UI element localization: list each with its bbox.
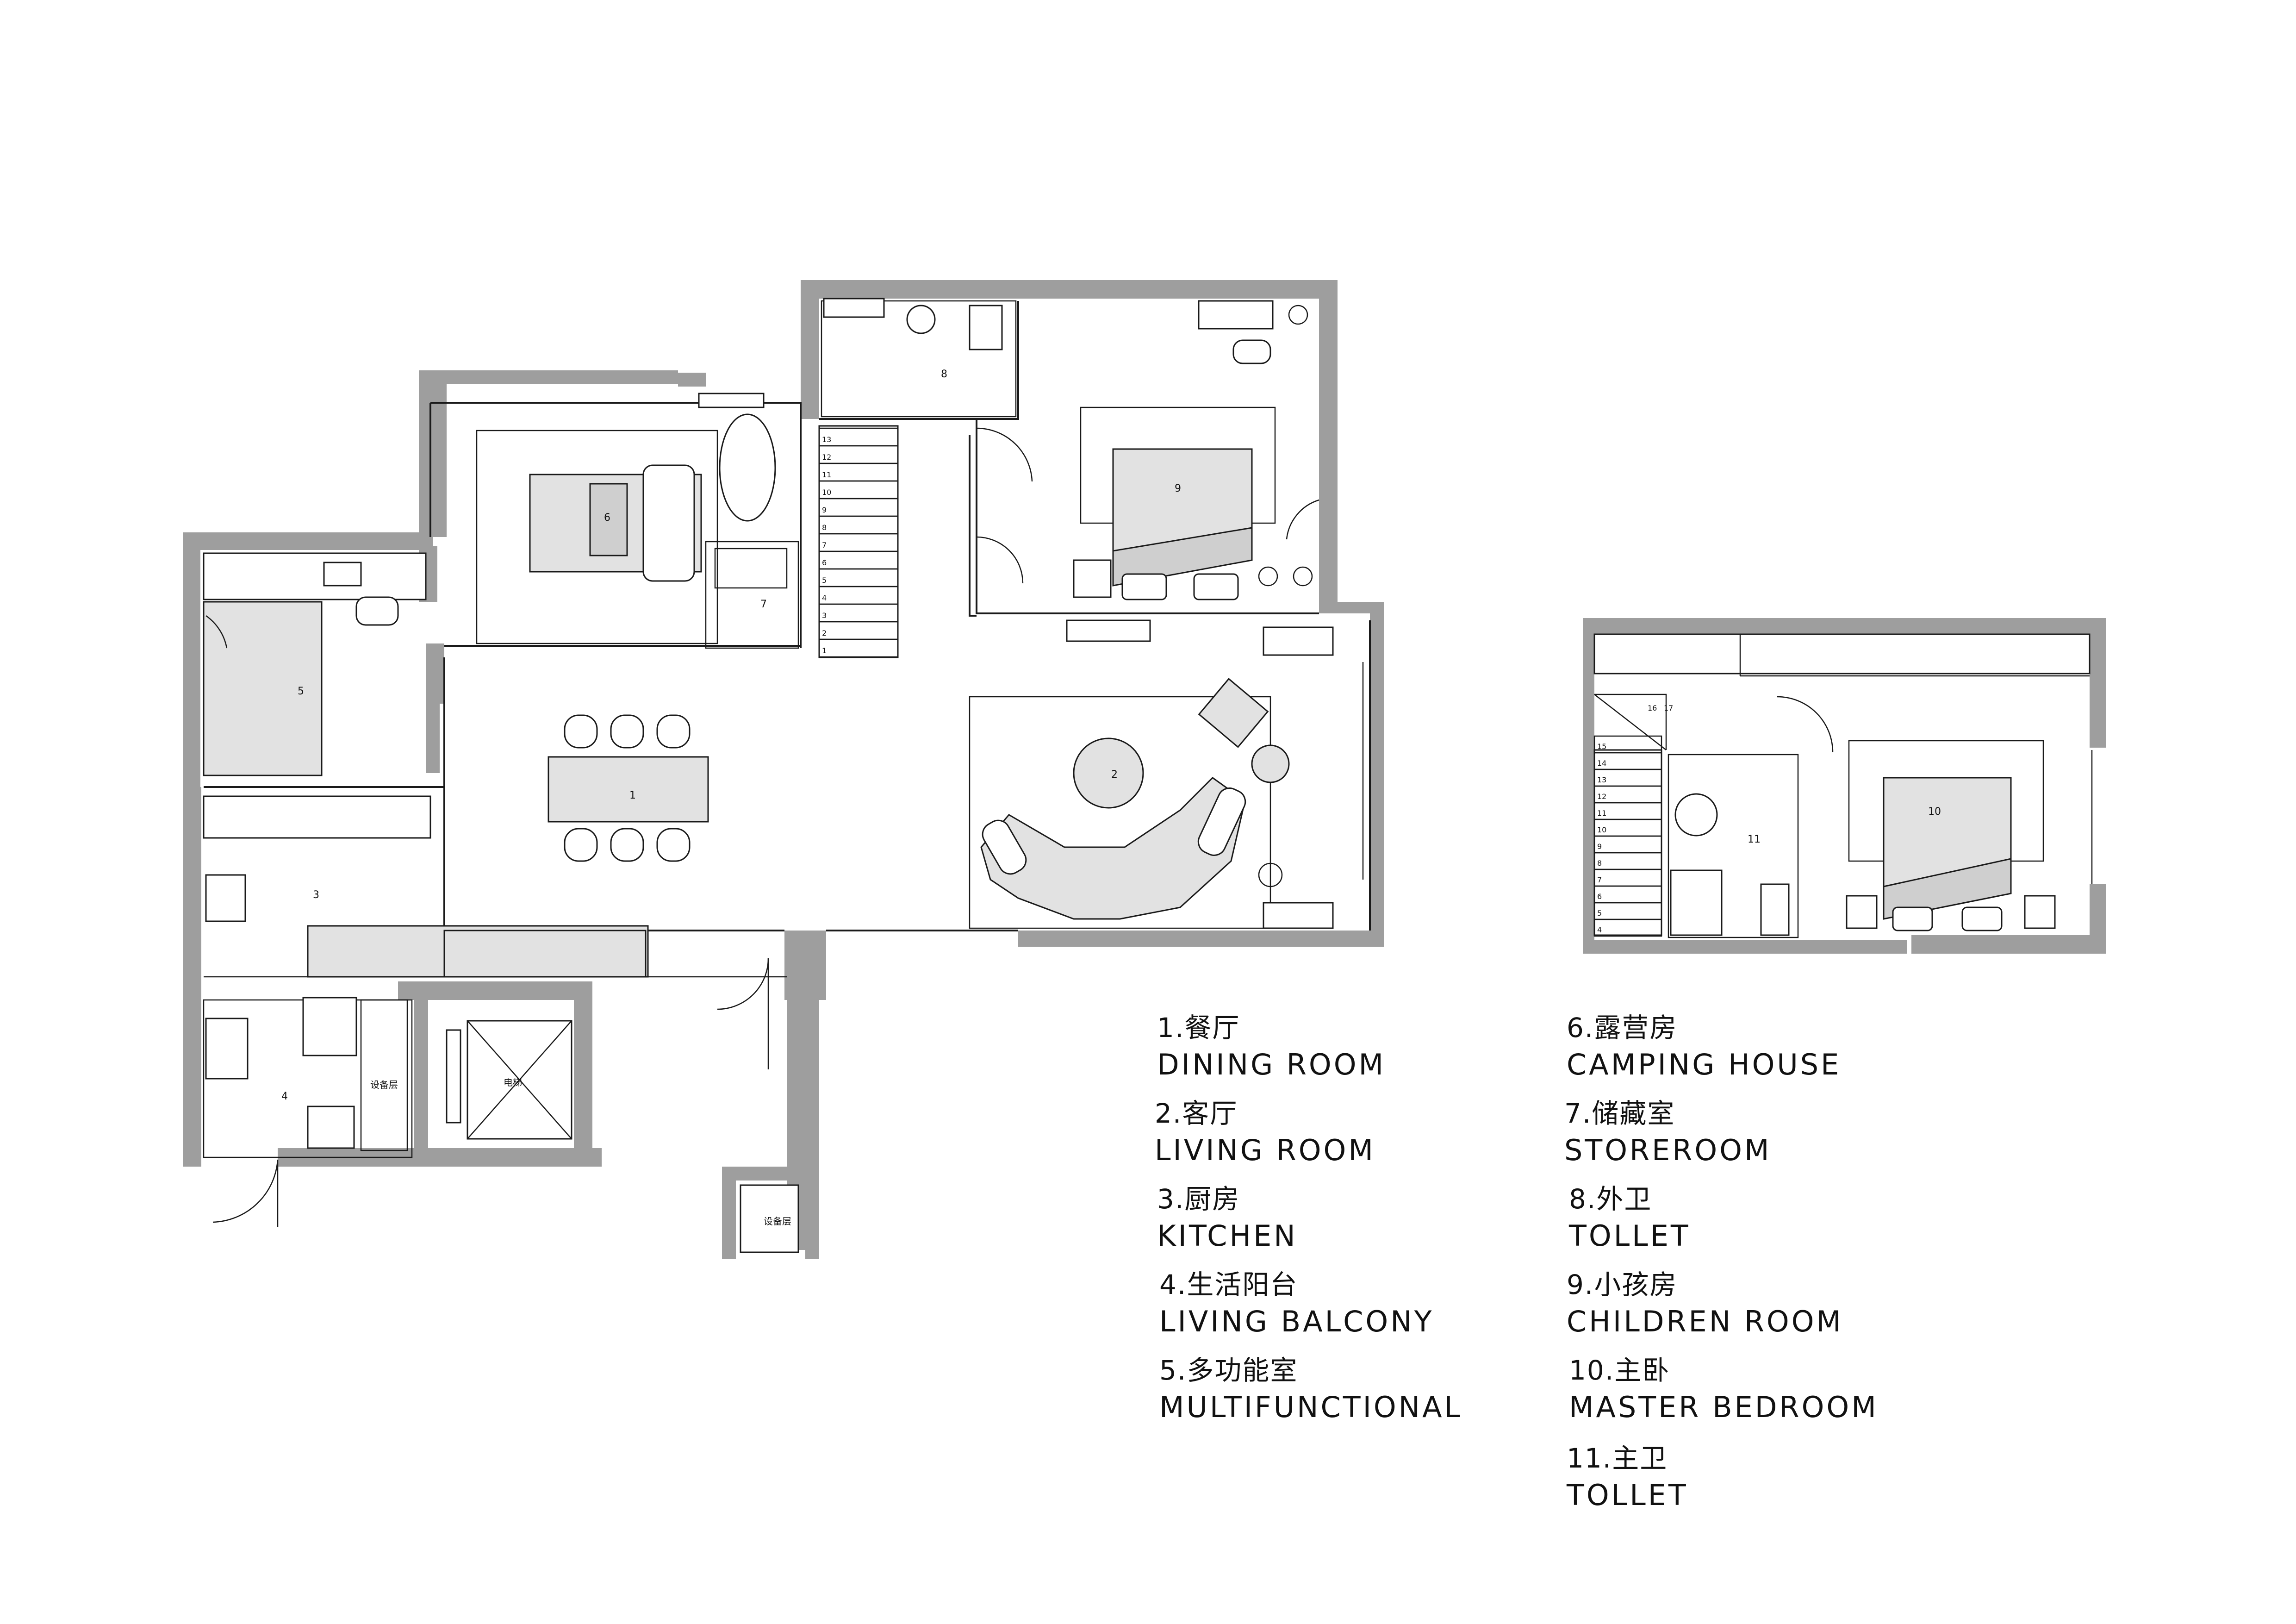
lower-stairs: 13 12 11 10 9 8 7 6 5 4 3 2 1	[818, 427, 899, 658]
lower-stair-number: 10	[822, 488, 831, 497]
legend-item-11: 11.主卫 TOLLET	[1567, 1443, 1688, 1512]
upper-stair-number: 9	[1597, 842, 1602, 851]
elevator-label: 电梯	[504, 1077, 522, 1088]
equipment-label-1: 设备层	[370, 1079, 398, 1090]
upper-stair-number: 10	[1597, 825, 1606, 834]
equipment-label-2: 设备层	[764, 1216, 791, 1227]
room-label-10: 10	[1928, 806, 1941, 818]
legend-item-9: 9.小孩房 CHILDREN ROOM	[1567, 1269, 1843, 1338]
lower-stair-number: 9	[822, 506, 827, 514]
dining-table	[548, 756, 709, 823]
lower-stair-number: 1	[822, 646, 827, 655]
room-label-9: 9	[1175, 483, 1181, 494]
legend-item-2: 2.客厅 LIVING ROOM	[1155, 1098, 1375, 1167]
upper-stairs: 15 14 13 12 11 10 9 8 7 6 5 4	[1593, 735, 1662, 937]
room-label-11: 11	[1748, 834, 1761, 845]
legend-item-7: 7.储藏室 STOREROOM	[1564, 1098, 1772, 1167]
legend-item-8: 8.外卫 TOLLET	[1569, 1183, 1691, 1253]
upper-stair-number: 6	[1597, 892, 1602, 901]
upper-floor: 15 14 13 12 11 10 9 8 7 6 5 4	[1583, 618, 2106, 954]
legend-item-1: 1.餐厅 DINING ROOM	[1157, 1012, 1386, 1081]
room-label-7: 7	[760, 599, 767, 610]
upper-stair-top-b: 17	[1664, 704, 1673, 712]
lower-stair-number: 4	[822, 593, 827, 602]
lower-stair-number: 6	[822, 558, 827, 567]
upper-stair-number: 11	[1597, 809, 1606, 818]
room-label-3: 3	[313, 889, 319, 901]
room-label-2: 2	[1111, 769, 1118, 781]
lower-stair-number: 8	[822, 523, 827, 532]
upper-stair-top-a: 16	[1648, 704, 1657, 712]
room-5-floor	[203, 601, 323, 776]
legend-item-4: 4.生活阳台 LIVING BALCONY	[1159, 1269, 1434, 1338]
lower-stair-number: 7	[822, 541, 827, 550]
upper-stair-number: 12	[1597, 792, 1606, 801]
upper-stair-number: 5	[1597, 909, 1602, 918]
lower-stair-number: 5	[822, 576, 827, 585]
upper-stair-number: 8	[1597, 859, 1602, 868]
lower-stair-number: 3	[822, 611, 827, 620]
legend-item-5: 5.多功能室 MULTIFUNCTIONAL	[1159, 1355, 1463, 1424]
lower-stair-number: 13	[822, 435, 831, 444]
room-label-8: 8	[941, 369, 947, 380]
upper-stair-tread	[1593, 918, 1662, 937]
upper-stair-number: 15	[1597, 742, 1606, 751]
legend-item-6: 6.露营房 CAMPING HOUSE	[1567, 1012, 1842, 1081]
lower-stair-number: 11	[822, 470, 831, 479]
room-label-1: 1	[629, 790, 636, 801]
room-label-6: 6	[604, 512, 610, 524]
upper-stair-number: 7	[1597, 875, 1602, 884]
upper-stair-number: 13	[1597, 775, 1606, 784]
upper-stair-number: 4	[1597, 925, 1602, 934]
lower-stair-number: 12	[822, 453, 831, 462]
room-label-4: 4	[281, 1091, 288, 1102]
room-label-5: 5	[298, 686, 304, 697]
legend-item-3: 3.厨房 KITCHEN	[1157, 1183, 1298, 1253]
legend-item-10: 10.主卧 MASTER BEDROOM	[1569, 1355, 1879, 1424]
lower-stair-number: 2	[822, 629, 827, 637]
upper-stair-number: 14	[1597, 759, 1606, 768]
lower-stair-tread	[818, 638, 899, 658]
